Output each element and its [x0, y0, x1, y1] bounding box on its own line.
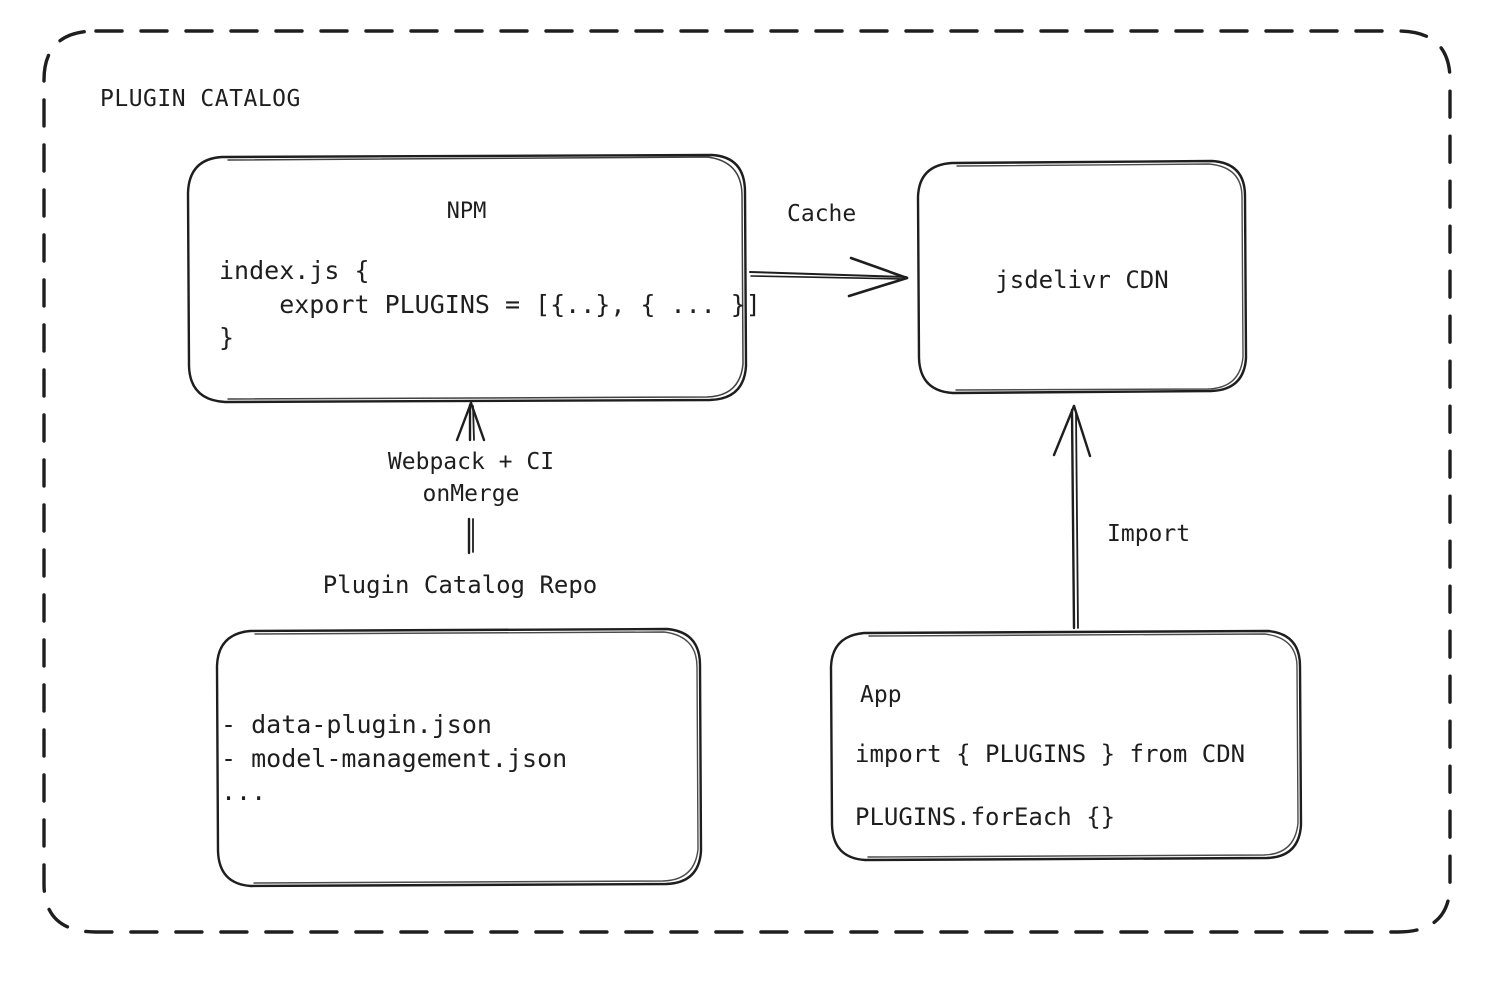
build-edge-label: Webpack + CI onMerge: [387, 449, 555, 507]
app-node-import-line: import { PLUGINS } from CDN: [855, 740, 1246, 768]
npm-node-code: index.js { export PLUGINS = [{..}, { ...…: [219, 256, 761, 352]
cdn-node[interactable]: [916, 159, 1248, 395]
import-edge-label: Import: [1107, 521, 1191, 547]
container-title: PLUGIN CATALOG: [100, 86, 301, 112]
plugin-catalog-container: [42, 29, 1452, 934]
build-arrow: [455, 401, 486, 555]
cache-arrow: [749, 256, 909, 298]
repo-node[interactable]: [215, 627, 703, 888]
repo-node-caption: Plugin Catalog Repo: [322, 571, 598, 599]
cache-edge-label: Cache: [787, 201, 857, 227]
app-node-title: App: [860, 682, 902, 708]
cdn-node-title: jsdelivr CDN: [995, 266, 1169, 294]
repo-node-files: - data-plugin.json - model-management.js…: [221, 710, 568, 806]
import-arrow: [1052, 404, 1092, 630]
npm-node[interactable]: [186, 153, 748, 404]
app-node[interactable]: [829, 629, 1303, 862]
app-node-foreach-line: PLUGINS.forEach {}: [855, 803, 1116, 831]
npm-node-title: NPM: [446, 199, 487, 224]
